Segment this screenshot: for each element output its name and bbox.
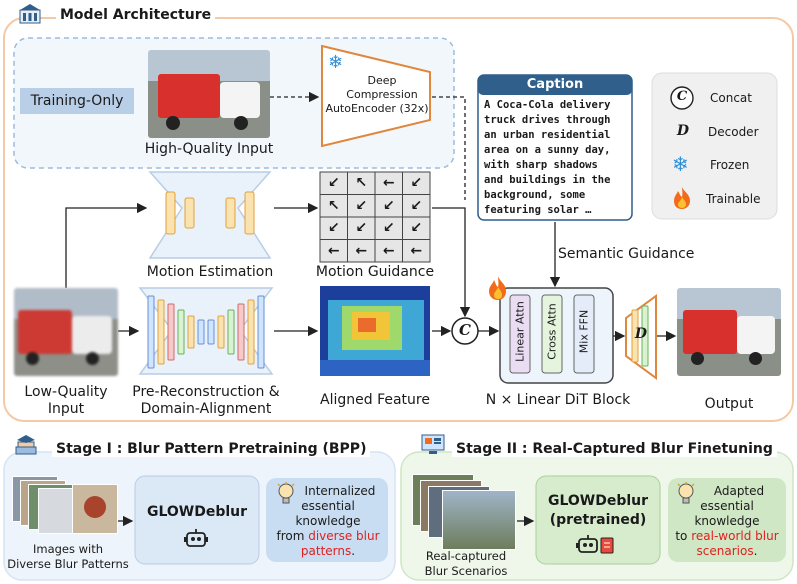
semantic-guidance-label: Semantic Guidance [558, 246, 695, 262]
lq-input-label-line2: Input [47, 401, 85, 417]
stage2-images-line2: Blur Scenarios [424, 564, 508, 578]
concat-symbol: C [459, 321, 471, 339]
stage1-knowledge-text: Internalized essential knowledge from di… [276, 484, 380, 558]
prerecon-label-line1: Pre-Reconstruction & [132, 384, 280, 400]
lq-input-label-line1: Low-Quality [24, 384, 108, 400]
motion-arrow: ← [327, 242, 340, 259]
dit-cross-attn: Cross Attn [545, 303, 559, 360]
motion-arrow: ↙ [355, 220, 368, 236]
prerecon-label-line2: Domain-Alignment [140, 401, 272, 417]
knowledge-box-stage2 [668, 478, 786, 562]
legend-flame-icon [671, 186, 693, 214]
training-only-badge: Training-Only [20, 88, 134, 114]
legend-snowflake-icon: ❄ [672, 152, 689, 176]
stage1-icon [14, 434, 38, 460]
stage1-images-line1: Images with [32, 542, 104, 556]
motion-arrow: ← [382, 242, 395, 259]
lq-input-image [14, 288, 118, 376]
motion-arrow: ↙ [410, 175, 423, 191]
architecture-title: Model Architecture [56, 7, 216, 23]
stage2-image-stack [412, 474, 516, 550]
motion-estimation-label: Motion Estimation [146, 264, 274, 280]
legend-decoder-label: Decoder [708, 125, 759, 139]
motion-guidance-grid [319, 171, 431, 263]
stage2-icon [420, 433, 446, 461]
motion-arrow: ↙ [355, 197, 368, 214]
flame-icon [486, 275, 510, 305]
vae-label-line2: Compression [346, 88, 418, 101]
glowdeblur-box-stage1 [134, 475, 260, 565]
stage2-robot-icon [576, 534, 616, 558]
stage2-model-name: GLOWDeblur [547, 493, 649, 509]
motion-guidance-label: Motion Guidance [315, 264, 435, 280]
stage2-bulb-icon [676, 482, 696, 510]
hq-input-image [148, 50, 270, 138]
caption-title: Caption [526, 77, 584, 92]
motion-arrow: ↙ [410, 220, 423, 236]
legend-decoder-symbol: D [676, 123, 690, 139]
caption-text: A Coca-Cola delivery truck drives through… [484, 98, 630, 218]
glowdeblur-box-stage2 [535, 475, 661, 565]
stage2-knowledge-text: Adapted essential knowledge to real-worl… [675, 484, 779, 558]
output-image [677, 288, 781, 376]
dit-block-label: N × Linear DiT Block [485, 392, 631, 408]
motion-arrow: ← [410, 242, 423, 259]
motion-arrow: ↙ [327, 220, 340, 236]
dit-mix-ffn: Mix FFN [577, 309, 591, 354]
legend-concat-label: Concat [710, 91, 752, 105]
vae-label-line3: AutoEncoder (32x) [325, 102, 429, 115]
stage1-title: Stage I : Blur Pattern Pretraining (BPP) [52, 441, 371, 457]
motion-arrow: ↙ [382, 220, 395, 236]
aligned-feature-map [320, 286, 430, 376]
snowflake-icon: ❄ [328, 52, 344, 73]
stage2-title: Stage II : Real-Captured Blur Finetuning [452, 441, 777, 457]
legend-frozen-label: Frozen [710, 158, 750, 172]
aligned-feature-label: Aligned Feature [320, 392, 430, 408]
motion-arrow: ← [355, 242, 368, 259]
motion-arrow: ← [382, 175, 395, 191]
decoder-symbol: D [634, 326, 648, 342]
stage1-images-line2: Diverse Blur Patterns [7, 557, 129, 571]
motion-arrow: ↙ [382, 197, 395, 214]
caption-line: an urban residential [484, 129, 611, 141]
caption-line: and buildings in the [484, 174, 611, 186]
stage1-robot-icon [184, 528, 208, 552]
stage1-bulb-icon [276, 482, 296, 510]
caption-line: truck drives through [484, 114, 611, 126]
stage2-model-pretrained: (pretrained) [549, 512, 647, 528]
vae-label-line1: Deep [367, 74, 397, 87]
caption-line: A Coca-Cola delivery [484, 99, 611, 111]
knowledge-box-stage1 [266, 478, 388, 562]
legend-concat-symbol: C [676, 89, 688, 104]
stage1-model-name: GLOWDeblur [146, 504, 248, 520]
output-label: Output [704, 396, 754, 412]
motion-arrow: ↙ [327, 175, 340, 191]
stage1-image-stack [12, 476, 118, 536]
motion-estimation-shape [148, 171, 272, 259]
stage2-images-line1: Real-captured [425, 549, 507, 563]
motion-arrow: ↖ [327, 197, 340, 214]
hq-input-label: High-Quality Input [144, 141, 274, 157]
caption-line: with sharp shadows [484, 159, 598, 171]
architecture-icon [18, 4, 42, 24]
dit-linear-attn: Linear Attn [513, 301, 527, 362]
motion-arrow: ↙ [410, 197, 423, 214]
motion-arrow: ↖ [355, 175, 368, 191]
caption-line: area on a sunny day, [484, 144, 611, 156]
legend-trainable-label: Trainable [706, 192, 761, 206]
caption-line: featuring solar … [484, 204, 592, 216]
vae-encoder-shape [321, 44, 431, 148]
motion-arrows: ↙ ↖ ← ↙ ↖ ↙ ↙ ↙ ↙ ↙ ↙ ↙ ← ← ← ← [320, 172, 430, 262]
caption-line: background, some [484, 189, 586, 201]
